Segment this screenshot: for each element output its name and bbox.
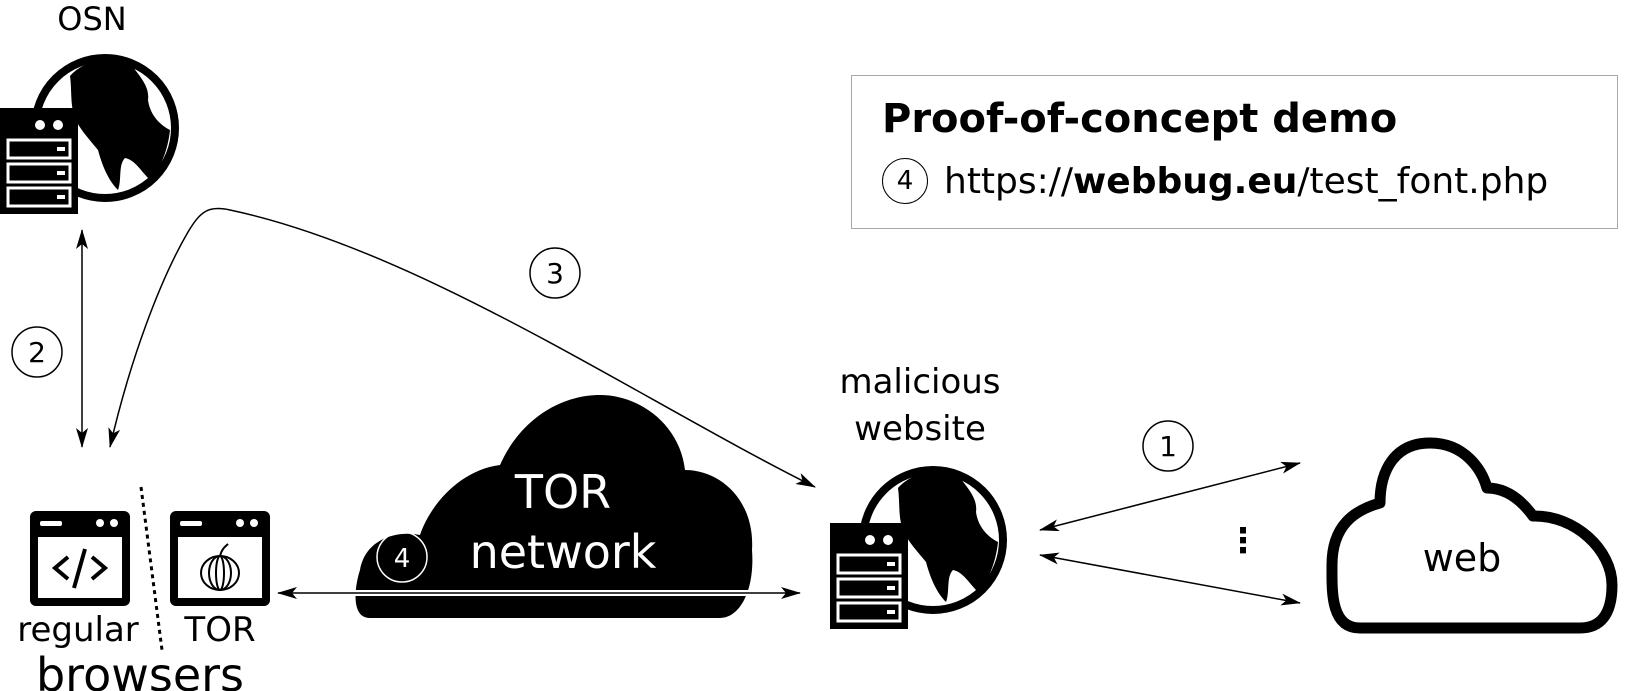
poc-url: 4 https://webbug.eu/test_font.php (882, 158, 1548, 204)
tor-network-label-line1: TOR (514, 465, 611, 519)
arrow-step-1-lower (1039, 552, 1301, 606)
browsers-group: regular TOR browsers (17, 486, 270, 691)
regular-browser-label: regular (17, 610, 139, 650)
ellipsis-more-requests: ⋮ (1226, 521, 1260, 561)
tor-network-label-line2: network (470, 525, 657, 579)
arrow-step-1-upper (1039, 461, 1301, 532)
svg-text:4: 4 (394, 544, 411, 574)
svg-text:2: 2 (28, 336, 46, 369)
arrow-step-3 (108, 207, 816, 488)
proof-of-concept-box: Proof-of-concept demo 4 https://webbug.e… (851, 75, 1618, 229)
step-2-marker: 2 (11, 326, 63, 378)
web-cloud: web (1326, 437, 1618, 634)
tor-browser-label: TOR (183, 610, 255, 650)
malicious-website-label-line2: website (854, 409, 986, 449)
onion-icon (200, 543, 240, 591)
regular-browser-icon (30, 511, 130, 606)
poc-url-link[interactable]: https://webbug.eu/test_font.php (944, 161, 1548, 202)
osn-label: OSN (57, 0, 126, 38)
svg-text:3: 3 (546, 257, 564, 290)
step-3-marker: 3 (529, 247, 581, 299)
url-prefix: https:// (944, 160, 1074, 202)
poc-title: Proof-of-concept demo (882, 96, 1398, 142)
step-4-marker-poc: 4 (882, 158, 928, 204)
server-icon (0, 108, 78, 214)
step-4-marker-cloud: 4 (376, 531, 428, 583)
tor-browser-icon (170, 511, 270, 606)
step-1-marker: 1 (1142, 420, 1194, 472)
malicious-website-node: malicious website (830, 362, 1007, 629)
url-domain: webbug.eu (1073, 160, 1298, 202)
tor-network-cloud: TOR network 4 (355, 395, 753, 618)
malicious-website-label-line1: malicious (839, 362, 1000, 402)
browsers-label: browsers (36, 648, 244, 691)
url-path: /test_font.php (1297, 160, 1549, 202)
server-icon (830, 523, 908, 629)
browser-divider (139, 486, 164, 651)
svg-text:1: 1 (1159, 430, 1177, 463)
web-label: web (1423, 536, 1502, 580)
osn-node: OSN (0, 0, 179, 214)
